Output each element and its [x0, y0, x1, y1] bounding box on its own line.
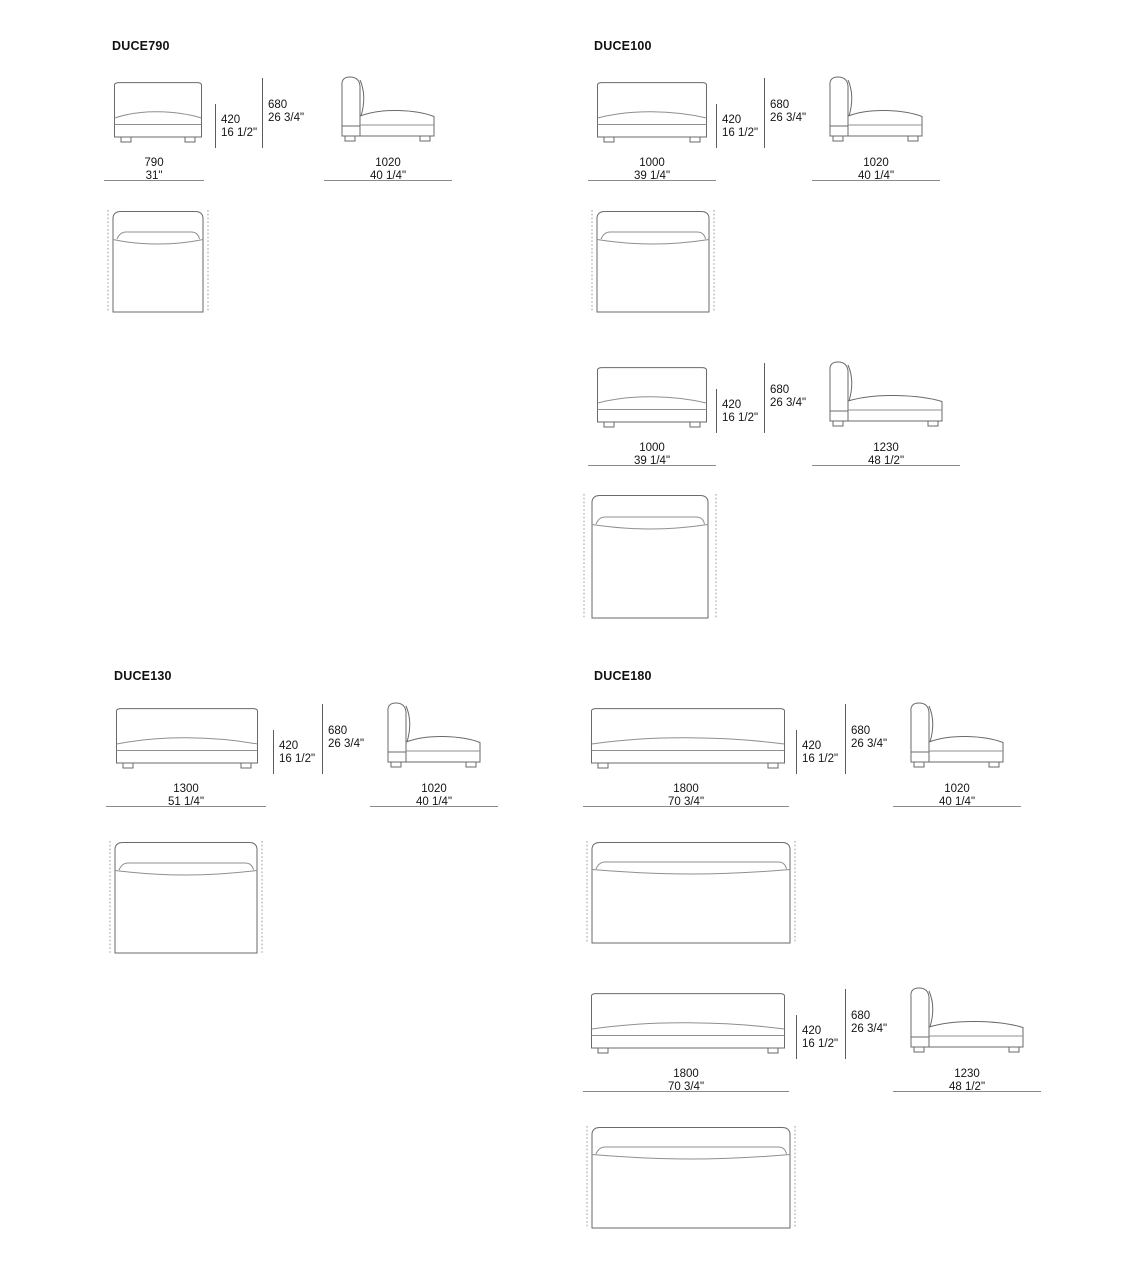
duce100-back-height-line — [764, 78, 765, 148]
duce130-back-height-line — [322, 704, 323, 774]
duce100-back-height-dimension: 680 26 3/4" — [770, 99, 807, 125]
duce180-plan-view-deep — [583, 1120, 799, 1232]
duce790-back-height-dimension: 680 26 3/4" — [268, 99, 305, 125]
duce100-plan-view — [588, 206, 718, 316]
duce790-width-dimension-line — [104, 180, 204, 181]
duce180-width-dimension-line — [583, 806, 789, 807]
duce180-side-elevation — [905, 700, 1007, 778]
duce130-width-dimension: 1300 51 1/4" — [167, 783, 205, 809]
duce130-seat-height-dimension: 420 16 1/2" — [279, 740, 316, 766]
duce180-front-elevation — [589, 706, 787, 778]
duce180-back-height-line-deep — [845, 989, 846, 1059]
module-title-duce180: DUCE180 — [594, 669, 652, 683]
duce130-plan-view — [106, 835, 266, 957]
duce180-seat-height-line-deep — [796, 1015, 797, 1059]
duce180-seat-height-line — [796, 730, 797, 774]
duce180-width-dimension-deep: 1800 70 3/4" — [667, 1068, 705, 1094]
duce130-seat-height-line — [273, 730, 274, 774]
duce790-width-dimension: 790 31" — [144, 157, 164, 183]
duce130-width-dimension-line — [106, 806, 266, 807]
duce180-plan-view — [583, 835, 799, 947]
duce790-front-elevation — [112, 80, 204, 152]
duce130-depth-dimension-line — [370, 806, 498, 807]
duce180-depth-dimension-line-deep — [893, 1091, 1041, 1092]
duce100-width-dimension-line — [588, 180, 716, 181]
duce130-side-elevation — [382, 700, 484, 778]
duce100-front-elevation-deep — [595, 365, 709, 437]
duce790-depth-dimension-line — [324, 180, 452, 181]
duce790-side-elevation — [336, 74, 438, 152]
duce100-width-dimension-line-deep — [588, 465, 716, 466]
duce790-seat-height-dimension: 420 16 1/2" — [221, 114, 258, 140]
duce180-depth-dimension-line — [893, 806, 1021, 807]
duce180-back-height-line — [845, 704, 846, 774]
duce100-seat-height-dimension: 420 16 1/2" — [722, 114, 759, 140]
duce790-back-height-line — [262, 78, 263, 148]
duce180-back-height-dimension-deep: 680 26 3/4" — [851, 1010, 888, 1036]
duce100-depth-dimension-line — [812, 180, 940, 181]
duce130-front-elevation — [114, 706, 260, 778]
duce100-depth-dimension: 1020 40 1/4" — [857, 157, 895, 183]
module-title-duce130: DUCE130 — [114, 669, 172, 683]
duce100-back-height-dimension-deep: 680 26 3/4" — [770, 384, 807, 410]
duce100-width-dimension: 1000 39 1/4" — [633, 157, 671, 183]
duce100-depth-dimension-line-deep — [812, 465, 960, 466]
duce180-seat-height-dimension: 420 16 1/2" — [802, 740, 839, 766]
duce100-plan-view-deep — [580, 490, 720, 622]
duce790-depth-dimension: 1020 40 1/4" — [369, 157, 407, 183]
duce130-depth-dimension: 1020 40 1/4" — [415, 783, 453, 809]
duce130-back-height-dimension: 680 26 3/4" — [328, 725, 365, 751]
duce100-seat-height-line — [716, 104, 717, 148]
duce100-side-elevation — [824, 74, 926, 152]
duce180-depth-dimension-deep: 1230 48 1/2" — [948, 1068, 986, 1094]
duce790-plan-view — [104, 206, 212, 316]
duce180-side-elevation-deep — [905, 985, 1027, 1063]
duce180-width-dimension: 1800 70 3/4" — [667, 783, 705, 809]
duce180-back-height-dimension: 680 26 3/4" — [851, 725, 888, 751]
module-title-duce790: DUCE790 — [112, 39, 170, 53]
duce100-seat-height-dimension-deep: 420 16 1/2" — [722, 399, 759, 425]
duce180-depth-dimension: 1020 40 1/4" — [938, 783, 976, 809]
duce100-side-elevation-deep — [824, 359, 946, 437]
duce100-width-dimension-deep: 1000 39 1/4" — [633, 442, 671, 468]
duce100-seat-height-line-deep — [716, 389, 717, 433]
duce100-front-elevation — [595, 80, 709, 152]
duce180-front-elevation-deep — [589, 991, 787, 1063]
duce180-seat-height-dimension-deep: 420 16 1/2" — [802, 1025, 839, 1051]
module-title-duce100: DUCE100 — [594, 39, 652, 53]
duce100-depth-dimension-deep: 1230 48 1/2" — [867, 442, 905, 468]
duce180-width-dimension-line-deep — [583, 1091, 789, 1092]
duce790-seat-height-line — [215, 104, 216, 148]
duce100-back-height-line-deep — [764, 363, 765, 433]
